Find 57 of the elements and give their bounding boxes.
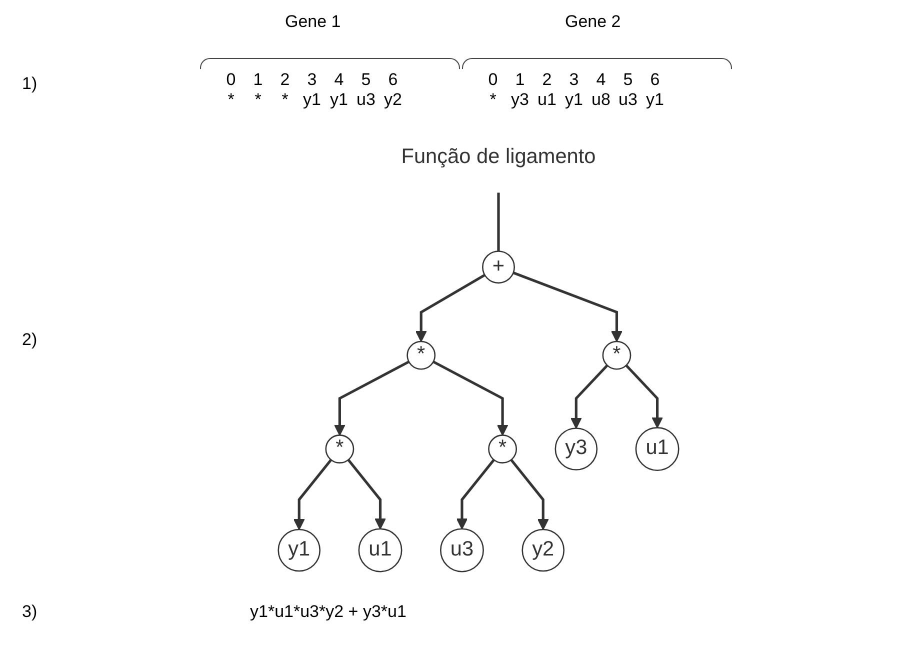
step-number: 3): [22, 602, 38, 622]
node-text: Função de ligamento: [401, 146, 596, 168]
node-circle: u3: [440, 528, 484, 572]
gene-symbol: y3: [510, 90, 530, 110]
gene-position: 5: [360, 70, 372, 90]
node-circle: *: [325, 434, 354, 464]
gene-symbol: y1: [302, 90, 322, 110]
arrow: [510, 458, 549, 530]
gene-symbol: y1: [564, 90, 584, 110]
gene-symbol: u3: [618, 90, 638, 110]
node-circle: *: [488, 434, 518, 464]
arrow: [415, 274, 486, 342]
gene-heading: Gene 2: [565, 12, 621, 32]
gene-position: 4: [333, 70, 345, 90]
node-circle: y2: [522, 528, 565, 572]
gene-symbol: u1: [536, 90, 558, 110]
gene-position: 2: [541, 70, 553, 90]
gene-symbol: u8: [590, 90, 612, 110]
gene-position: 3: [306, 70, 318, 90]
node-circle: y1: [278, 528, 321, 572]
arrow: [293, 458, 332, 530]
node-circle: *: [602, 340, 632, 370]
gene-position: 2: [279, 70, 291, 90]
node-circle: +: [482, 250, 515, 284]
gene-symbol: u3: [356, 90, 376, 110]
gene-symbol: *: [280, 90, 290, 110]
gene-symbol: y1: [329, 90, 349, 110]
connector: [497, 192, 500, 252]
gene-position: 3: [568, 70, 580, 90]
gene-symbol: *: [226, 90, 236, 110]
expression-text: y1*u1*u3*y2 + y3*u1: [250, 602, 406, 622]
gene-position: 6: [387, 70, 399, 90]
step-number: 1): [22, 74, 38, 94]
gene-symbol: *: [488, 90, 498, 110]
arrow: [456, 458, 495, 530]
gene-position: 4: [595, 70, 607, 90]
gene-heading: Gene 1: [285, 12, 341, 32]
gene-position: 6: [649, 70, 661, 90]
arrow: [334, 360, 410, 436]
node-circle: u1: [635, 427, 680, 471]
arrow: [432, 360, 508, 436]
arrow: [512, 272, 622, 342]
node-circle: y3: [554, 428, 598, 470]
gene-position: 1: [252, 70, 264, 90]
step-number: 2): [22, 330, 38, 350]
arrow: [347, 458, 386, 530]
gene-symbol: y2: [383, 90, 403, 110]
gene-symbol: *: [254, 90, 262, 110]
node-circle: *: [406, 340, 436, 370]
arrow: [625, 364, 664, 428]
gene-symbol: y1: [645, 90, 665, 110]
node-circle: u1: [358, 528, 402, 572]
arrow: [570, 364, 608, 429]
gene-position: 1: [514, 70, 526, 90]
gene-position: 5: [622, 70, 634, 90]
gene-position: 0: [225, 70, 237, 90]
gene-position: 0: [487, 70, 499, 90]
